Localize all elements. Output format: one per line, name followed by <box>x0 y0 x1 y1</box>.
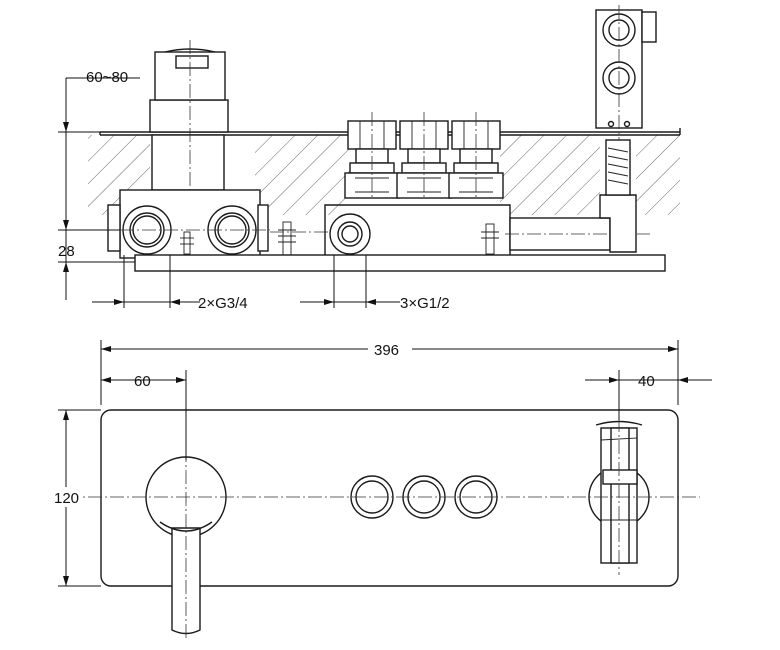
dim-height-28: 28 <box>58 243 75 260</box>
diverter-stems <box>344 112 504 255</box>
bottom-dimensions: 396 60 40 120 <box>52 338 712 587</box>
wall-hatching <box>88 135 680 215</box>
valve-body <box>107 189 270 259</box>
mounting-rail <box>134 254 666 272</box>
top-dimensions: 60~80 28 2×G3/4 3×G1/2 <box>58 69 450 312</box>
dim-main-ports: 2×G3/4 <box>198 295 248 312</box>
dim-overall-width: 396 <box>374 342 399 359</box>
dim-wall-depth: 60~80 <box>86 69 128 86</box>
side-section-view <box>88 5 681 272</box>
dim-lever-offset: 60 <box>134 373 151 390</box>
dim-holder-offset: 40 <box>638 373 655 390</box>
mount-screw <box>270 221 330 257</box>
lever-handle-side <box>149 48 229 133</box>
cover-plate <box>100 409 679 587</box>
dim-outlets: 3×G1/2 <box>400 295 450 312</box>
dim-plate-height: 120 <box>54 490 79 507</box>
shower-holder-side <box>595 5 657 140</box>
front-view <box>66 409 700 640</box>
cartridge-body <box>151 134 225 191</box>
outlet-port-side <box>324 204 511 259</box>
hose-elbow <box>505 139 650 253</box>
